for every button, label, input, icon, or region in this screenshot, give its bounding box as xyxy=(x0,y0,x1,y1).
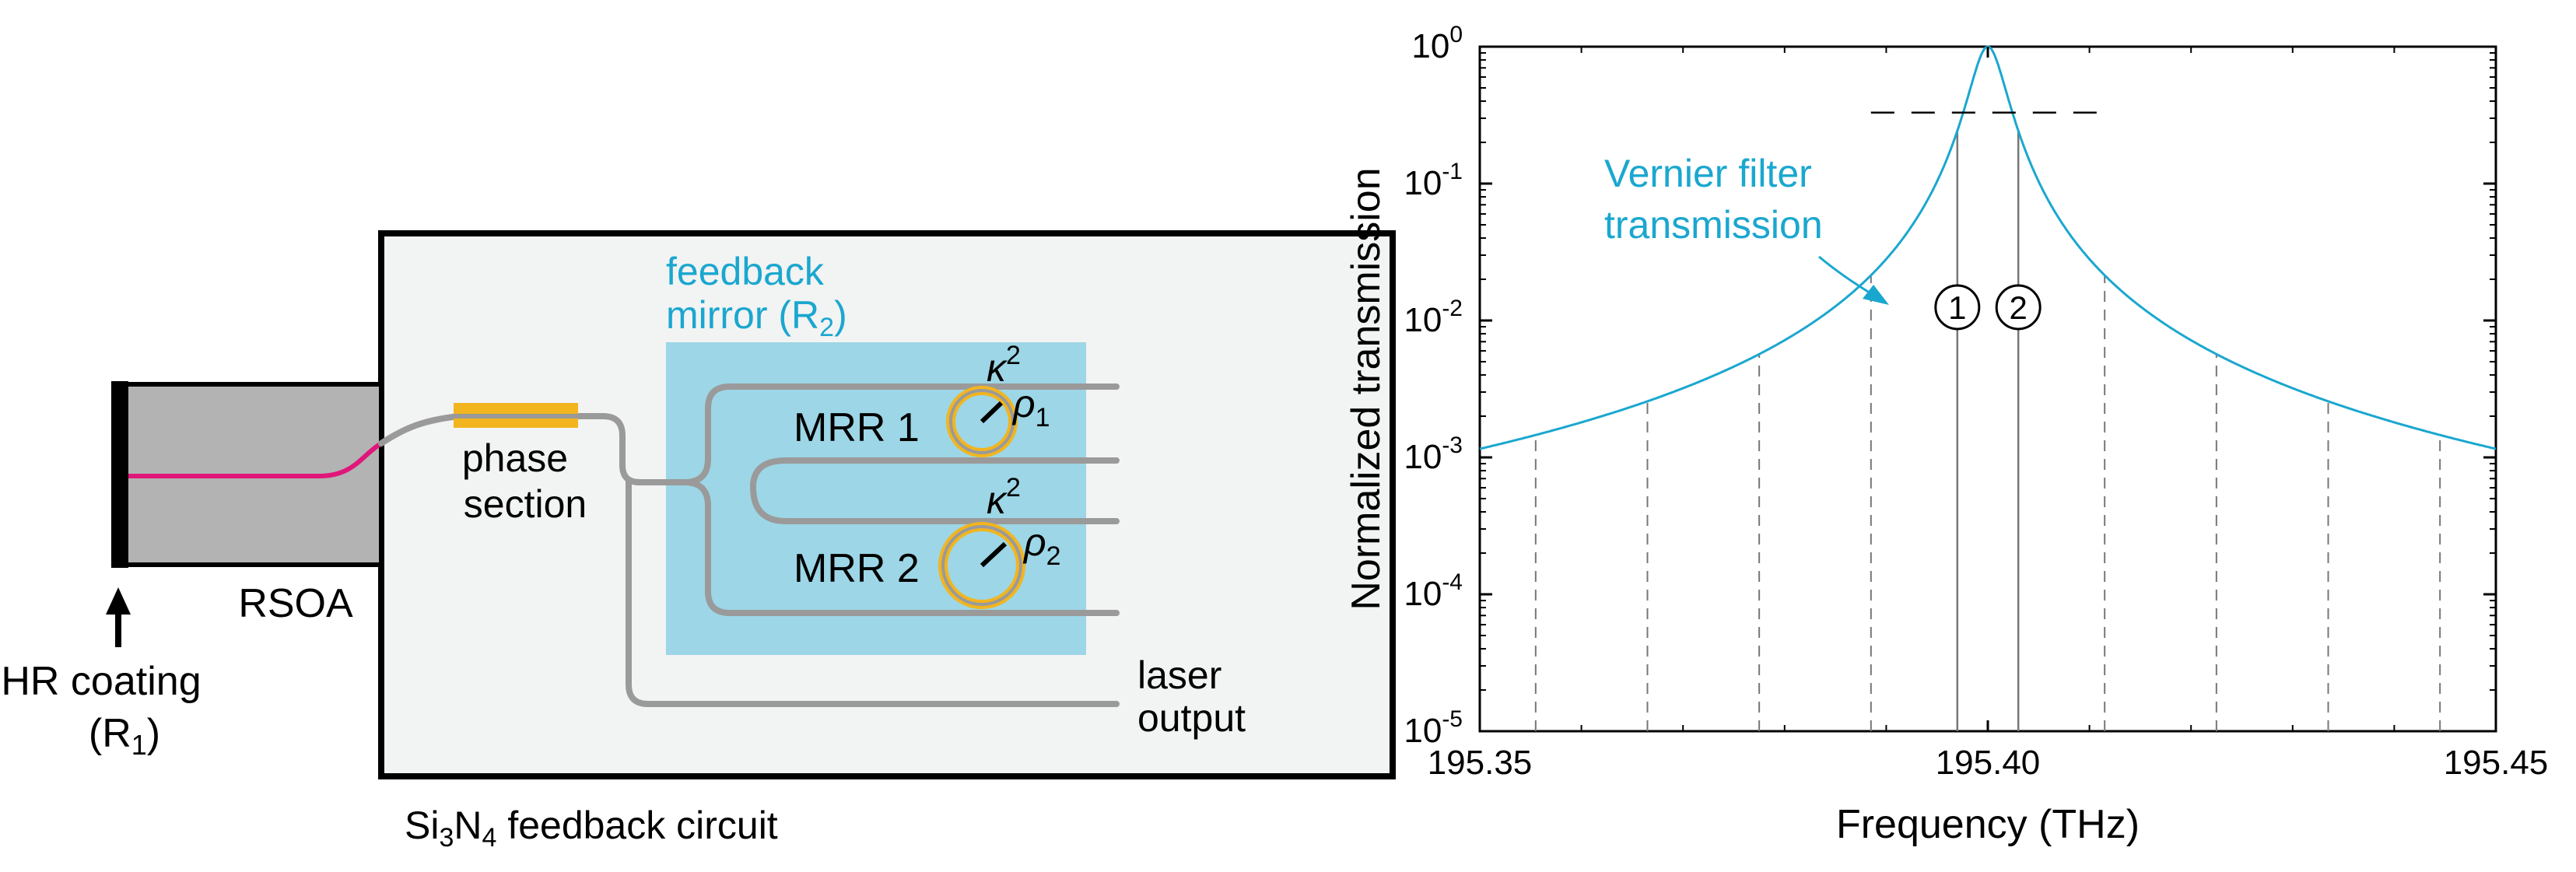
mirror-label: mirror (R2) xyxy=(666,293,847,342)
y-tick-label: 10-5 xyxy=(1404,706,1463,750)
mode-marker xyxy=(1995,284,2042,331)
y-axis-label: Normalized transmission xyxy=(1344,167,1389,610)
y-tick-label: 10-1 xyxy=(1404,159,1463,202)
annotation-arrow-icon xyxy=(1863,285,1889,305)
x-tick-label: 195.40 xyxy=(1936,744,2041,782)
rho2-label: ρ2 xyxy=(1022,520,1061,571)
laser-diagram: HR coating (R1) RSOA phase section feedb… xyxy=(1,230,1396,853)
kappa2-label: κ2 xyxy=(987,473,1021,522)
y-tick-label: 100 xyxy=(1411,22,1463,65)
series-vernier-filter xyxy=(1479,45,2497,450)
series-annotation-line2: transmission xyxy=(1604,203,1823,247)
rho1-radius-line xyxy=(980,401,1004,424)
feedback-label: feedback xyxy=(666,250,825,293)
mode-label: 1 xyxy=(1948,289,1966,326)
hr-coating-label: HR coating xyxy=(1,659,201,704)
mode-label: 2 xyxy=(2010,289,2028,326)
rsoa-label: RSOA xyxy=(238,581,353,626)
x-tick-label: 195.35 xyxy=(1428,744,1533,782)
mrr2-ring-waveguide xyxy=(941,525,1022,606)
plot-frame xyxy=(1478,45,2497,733)
waveguides xyxy=(378,383,1120,707)
mode-level-dashes xyxy=(1870,47,2105,114)
output-label: output xyxy=(1137,696,1246,740)
feedback-mirror-region xyxy=(666,342,1086,655)
y-tick-label: 10-4 xyxy=(1404,569,1463,613)
x-axis-ticks: 195.35 195.40 195.45 xyxy=(1428,47,2549,782)
laser-label: laser xyxy=(1137,653,1221,697)
mrr1-label: MRR 1 xyxy=(794,405,920,450)
comb-lines xyxy=(1534,275,2441,731)
rho2-radius-line xyxy=(980,541,1008,568)
phase-label: phase xyxy=(462,436,568,480)
r1-label: (R1) xyxy=(89,711,160,761)
mrr2-label: MRR 2 xyxy=(794,546,920,591)
active-waveguide xyxy=(128,441,383,478)
hr-coating-layer xyxy=(111,381,128,568)
y-tick-label: 10-2 xyxy=(1404,296,1463,339)
circuit-caption: Si3N4 feedback circuit xyxy=(405,804,778,853)
x-tick-label: 195.45 xyxy=(2444,744,2549,782)
hr-arrow-icon xyxy=(106,587,131,615)
mrr1-ring-waveguide xyxy=(949,389,1015,454)
kappa1-label: κ2 xyxy=(987,341,1021,390)
y-axis-ticks: 100 10-1 10-2 10-3 10-4 10-5 xyxy=(1404,22,2496,750)
series-annotation-line1: Vernier filter xyxy=(1604,152,1812,195)
x-axis-label: Frequency (THz) xyxy=(1836,802,2140,847)
section-label: section xyxy=(464,482,587,526)
annotation-arrow-line xyxy=(1818,255,1873,296)
rho1-label: ρ1 xyxy=(1011,382,1050,432)
y-tick-label: 10-3 xyxy=(1404,432,1463,476)
mode-marker xyxy=(1934,284,1981,331)
